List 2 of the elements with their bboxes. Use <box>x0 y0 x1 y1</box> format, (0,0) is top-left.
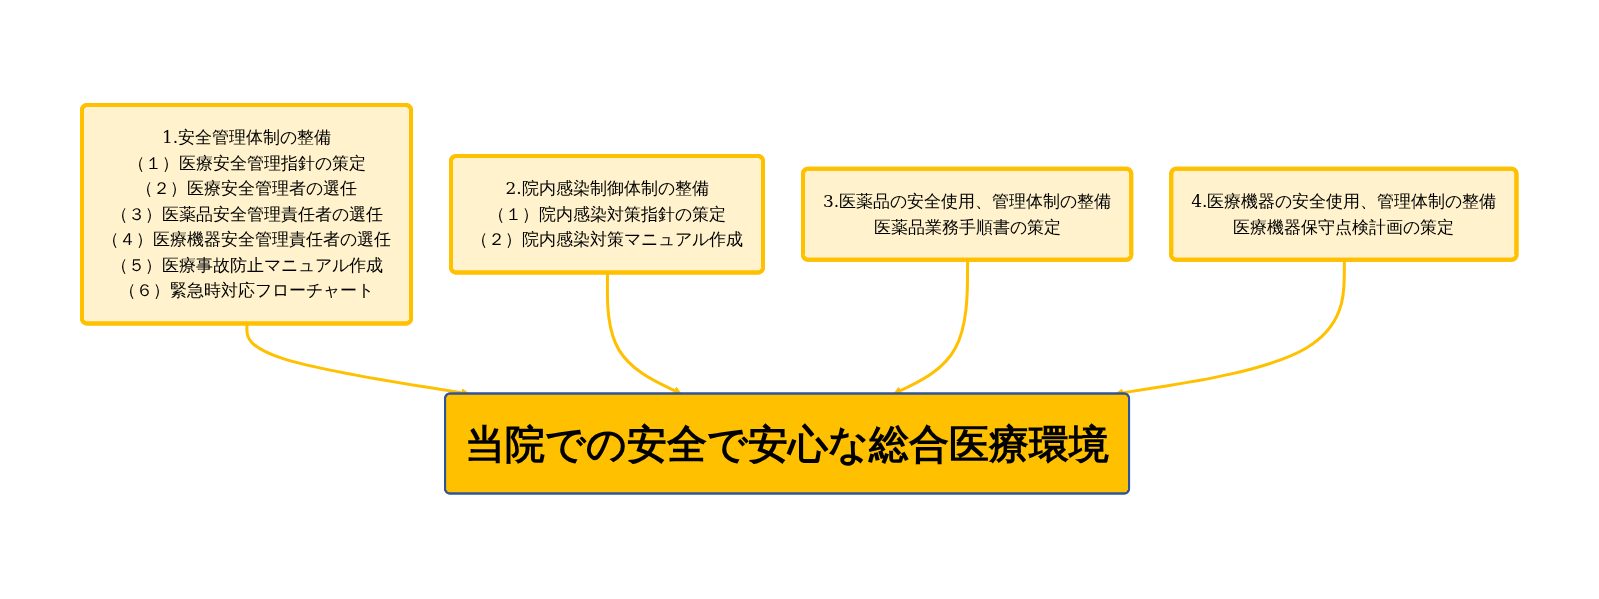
arrow <box>606 273 683 395</box>
arrow <box>893 260 970 395</box>
